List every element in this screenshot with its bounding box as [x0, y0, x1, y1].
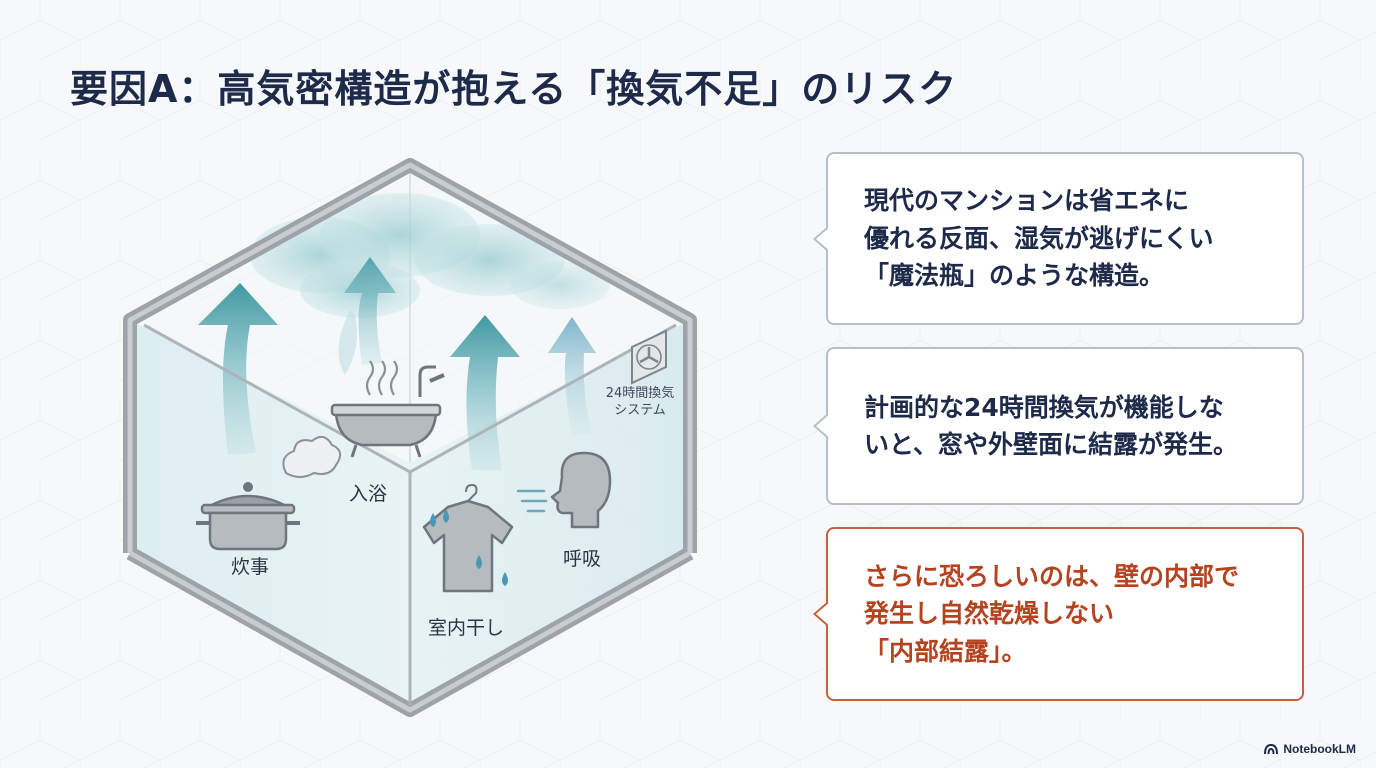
- humidity-cloud: [250, 193, 610, 375]
- callout-line: さらに恐ろしいのは、壁の内部で: [864, 561, 1240, 591]
- breathing-label: 呼吸: [563, 548, 601, 570]
- callout-text: 計画的な24時間換気が機能しな いと、窓や外壁面に結露が発生。: [864, 389, 1238, 464]
- notebooklm-brand: NotebookLM: [1264, 742, 1356, 756]
- ventilation-label-line1: 24時間換気: [606, 385, 675, 401]
- steam-icon: [365, 360, 399, 396]
- callout-line: 「魔法瓶」のような構造。: [864, 261, 1165, 291]
- callout-insulation: 現代のマンションは省エネに 優れる反面、湿気が逃げにくい 「魔法瓶」のような構造…: [813, 152, 1304, 325]
- up-arrow-icon: [450, 315, 520, 470]
- callout-internal-condensation: さらに恐ろしいのは、壁の内部で 発生し自然乾燥しない 「内部結露」。: [813, 527, 1304, 701]
- callout-line: 発生し自然乾燥しない: [864, 599, 1115, 629]
- notebooklm-logo-icon: [1264, 743, 1279, 754]
- callout-ventilation: 計画的な24時間換気が機能しな いと、窓や外壁面に結露が発生。: [813, 347, 1304, 505]
- cooking-label: 炊事: [231, 556, 269, 578]
- callout-line: いと、窓や外壁面に結露が発生。: [864, 430, 1239, 459]
- up-arrow-icon: [548, 317, 596, 435]
- up-arrow-icon: [198, 283, 278, 455]
- room-frame: [123, 158, 697, 717]
- callout-text: 現代のマンションは省エネに 優れる反面、湿気が逃げにくい 「魔法瓶」のような構造…: [864, 182, 1214, 295]
- steam-icon: [282, 435, 342, 478]
- callout-line: 現代のマンションは省エネに: [864, 186, 1190, 216]
- ventilation-fan-icon: [631, 329, 667, 385]
- water-drop-icon: [430, 509, 508, 586]
- room-diagram: 24時間換気 システム 入浴 炊事 室内干し: [123, 158, 697, 717]
- brand-name: NotebookLM: [1283, 742, 1356, 756]
- callout-line: 優れる反面、湿気が逃げにくい: [864, 223, 1214, 253]
- callout-text: さらに恐ろしいのは、壁の内部で 発生し自然乾燥しない 「内部結露」。: [864, 558, 1239, 671]
- callout-line: 計画的な24時間換気が機能しな: [864, 392, 1224, 422]
- callout-line: 「内部結露」。: [864, 636, 1027, 666]
- right-wall: [410, 320, 690, 710]
- bathing-label: 入浴: [349, 483, 387, 505]
- shower-icon: [418, 365, 445, 397]
- up-arrow-icon: [344, 257, 396, 365]
- slide-title: 要因A：高気密構造が抱える「換気不足」のリスク: [70, 67, 958, 111]
- person-breathing-icon: [516, 451, 612, 529]
- laundry-label: 室内干し: [428, 617, 504, 639]
- ventilation-label-line2: システム: [614, 403, 666, 418]
- bathtub-icon: [330, 403, 442, 458]
- tshirt-icon: [422, 483, 514, 593]
- pot-icon: [196, 482, 300, 551]
